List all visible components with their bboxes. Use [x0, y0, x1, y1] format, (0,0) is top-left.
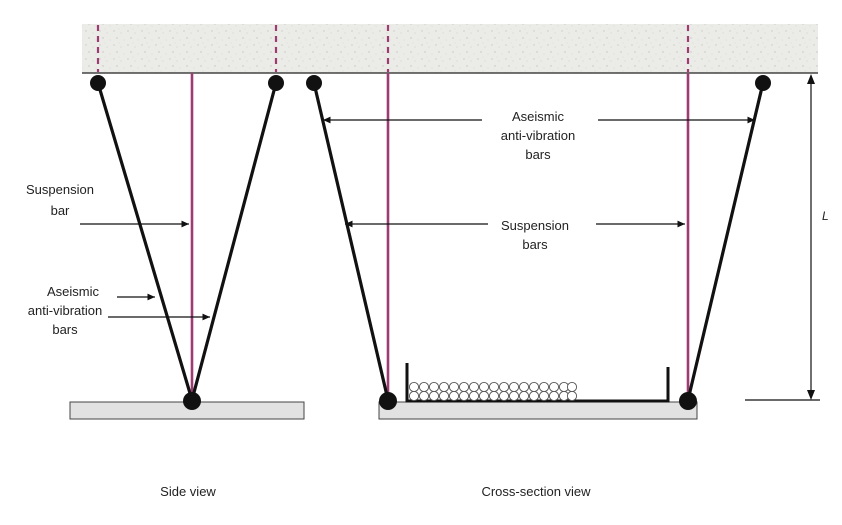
slab-anchors — [96, 25, 690, 72]
cross-top-left-joint — [306, 75, 322, 91]
cross-left-brace — [312, 82, 390, 401]
side-view-left-brace — [96, 82, 194, 401]
cross-bottom-right-joint — [679, 392, 697, 410]
side-view-bottom-joint — [183, 392, 201, 410]
cable-tray — [405, 363, 670, 403]
cross-aseismic-label-line2: anti-vibration — [501, 128, 575, 143]
dimension-arrow-bottom — [807, 390, 815, 400]
cross-aseismic-label-line1: Aseismic — [512, 109, 565, 124]
cross-top-right-joint — [755, 75, 771, 91]
cross-aseismic-label-line3: bars — [525, 147, 551, 162]
cross-bottom-left-joint — [379, 392, 397, 410]
side-view-top-right-joint — [268, 75, 284, 91]
ceiling-slab — [82, 24, 818, 73]
side-aseismic-label-line2: anti-vibration — [28, 303, 102, 318]
side-suspension-label-line1: Suspension — [26, 182, 94, 197]
cross-section-caption: Cross-section view — [481, 484, 591, 499]
side-aseismic-label-line3: bars — [52, 322, 78, 337]
side-view-caption: Side view — [160, 484, 216, 499]
side-view-top-left-joint — [90, 75, 106, 91]
dimension-length-label: L — [822, 209, 829, 223]
side-suspension-label-line2: bar — [51, 203, 70, 218]
cross-right-brace — [686, 82, 765, 401]
cross-suspension-label-line2: bars — [522, 237, 548, 252]
side-aseismic-label-line1: Aseismic — [47, 284, 100, 299]
dimension-arrow-top — [807, 74, 815, 84]
side-view-right-brace — [190, 82, 278, 401]
cable-bundle — [408, 381, 578, 402]
cross-suspension-label-line1: Suspension — [501, 218, 569, 233]
cross-section-platform — [378, 401, 698, 420]
